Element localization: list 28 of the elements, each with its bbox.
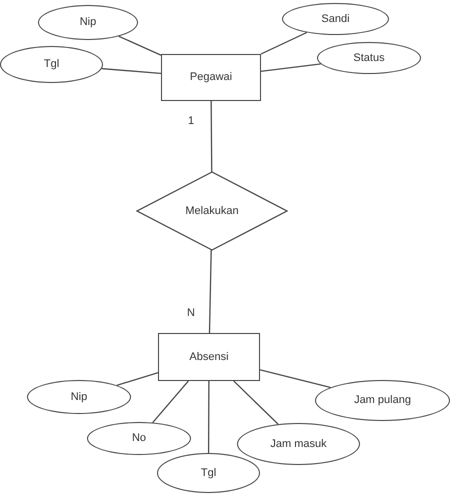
node-label: Nip	[70, 390, 88, 405]
connector-line	[260, 369, 331, 388]
node-label: Status	[353, 50, 385, 66]
node-label: Absensi	[189, 350, 229, 365]
attribute-ellipse	[0, 46, 103, 83]
connector-line	[208, 381, 210, 453]
connector-line	[118, 36, 162, 56]
cardinality-label: N	[187, 306, 195, 321]
entity-box	[161, 54, 261, 101]
connector-line	[152, 380, 189, 423]
node-label: Pegawai	[190, 70, 232, 86]
node-label: No	[132, 431, 146, 446]
connector-line	[233, 380, 279, 425]
node-label: Jam masuk	[270, 436, 327, 452]
node-label: Tgl	[200, 466, 216, 481]
node-label: Jam pulang	[354, 393, 411, 408]
connector-line	[102, 68, 162, 74]
connector-line	[116, 372, 158, 386]
node-label: Tgl	[44, 57, 60, 72]
connector-line	[210, 101, 212, 172]
node-label: Nip	[80, 15, 96, 30]
node-label: Sandi	[321, 12, 350, 27]
connector-line	[260, 32, 308, 55]
cardinality-label: 1	[188, 114, 194, 129]
connector-line	[260, 63, 321, 72]
node-label: Melakukan	[185, 204, 239, 219]
entity-box	[158, 333, 260, 381]
connector-line	[208, 250, 212, 334]
